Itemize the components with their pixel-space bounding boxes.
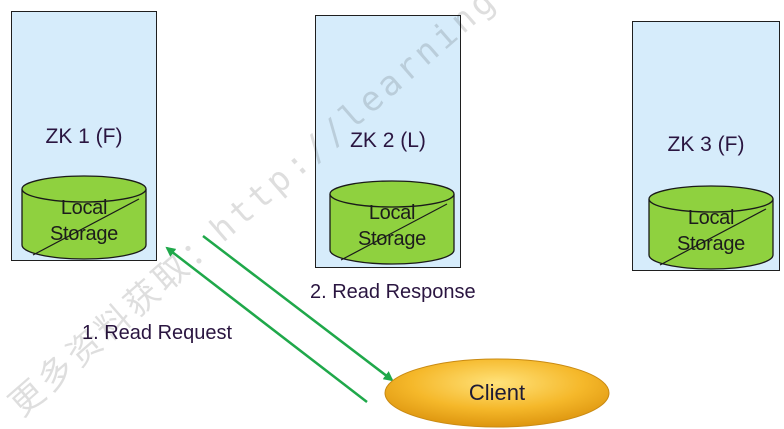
read-request-label: 1. Read Request bbox=[82, 322, 233, 344]
server-zk2: ZK 2 (L) Local Storage bbox=[315, 15, 461, 268]
client-node: Client bbox=[382, 357, 612, 429]
storage-label-line2: Storage bbox=[50, 223, 118, 245]
storage-label-line1: Local bbox=[368, 202, 416, 224]
local-storage-cylinder: Local Storage bbox=[329, 180, 455, 266]
read-response-arrow bbox=[202, 235, 394, 382]
local-storage-cylinder: Local Storage bbox=[648, 185, 774, 271]
read-request-arrow bbox=[165, 246, 368, 403]
storage-label-line1: Local bbox=[60, 197, 108, 219]
client-label: Client bbox=[468, 380, 526, 405]
server-zk3: ZK 3 (F) Local Storage bbox=[632, 21, 780, 271]
storage-label-line2: Storage bbox=[677, 233, 745, 255]
storage-label-line1: Local bbox=[687, 207, 735, 229]
server-title: ZK 3 (F) bbox=[667, 133, 745, 156]
local-storage-cylinder: Local Storage bbox=[21, 175, 147, 261]
read-response-label: 2. Read Response bbox=[310, 281, 476, 303]
server-title: ZK 2 (L) bbox=[350, 129, 426, 152]
storage-label-line2: Storage bbox=[358, 228, 426, 250]
server-zk1: ZK 1 (F) Local Storage bbox=[11, 11, 157, 261]
server-title: ZK 1 (F) bbox=[45, 125, 123, 148]
